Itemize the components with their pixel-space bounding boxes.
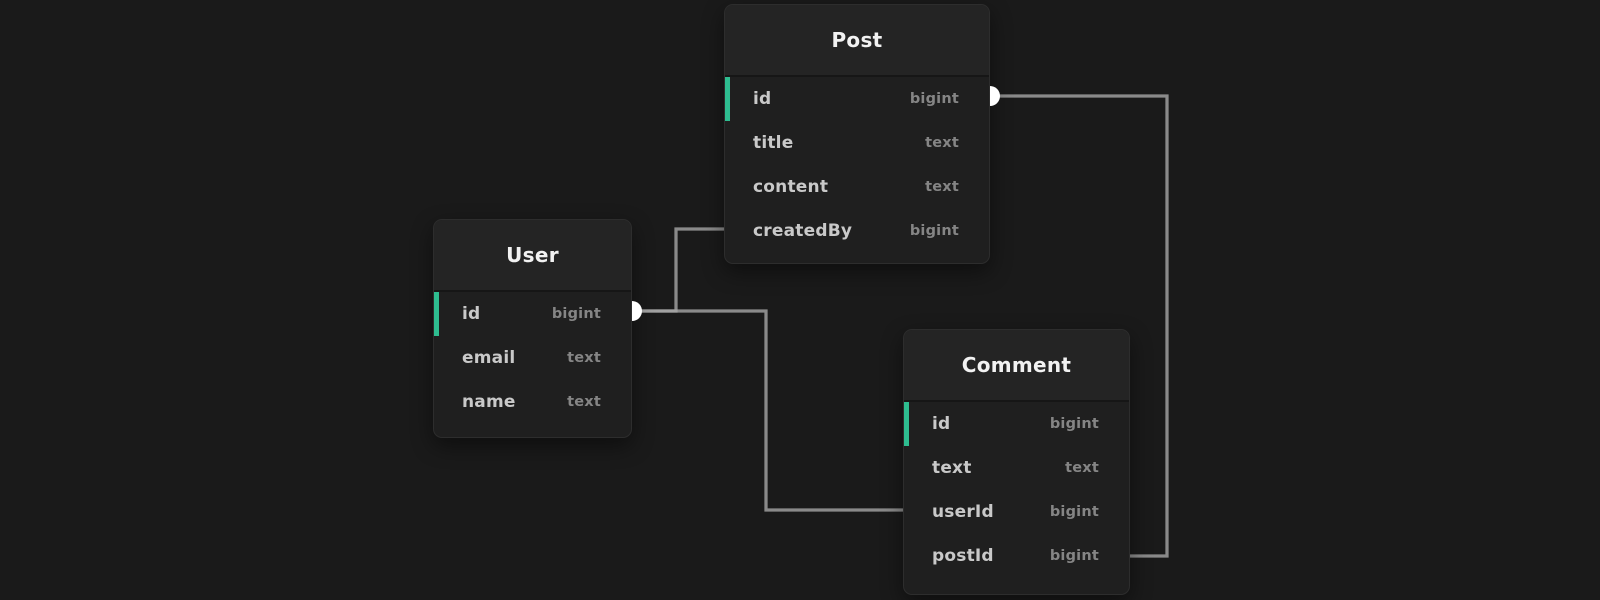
- column-type: text: [567, 394, 601, 410]
- connector-dot-user-id: [632, 301, 642, 321]
- primary-key-indicator: [904, 402, 909, 446]
- row-user-name[interactable]: name text: [434, 380, 631, 424]
- column-type: bigint: [551, 306, 601, 322]
- column-name: content: [753, 177, 829, 197]
- table-comment[interactable]: Comment id bigint text text userId bigin…: [903, 329, 1130, 595]
- table-user[interactable]: User id bigint email text name text: [433, 219, 632, 438]
- column-type: text: [925, 135, 959, 151]
- row-comment-postid[interactable]: postId bigint: [904, 534, 1129, 578]
- column-type: text: [925, 179, 959, 195]
- column-type: bigint: [909, 91, 959, 107]
- column-type: text: [1065, 460, 1099, 476]
- table-rows: id bigint title text content text create…: [725, 77, 989, 253]
- column-name: userId: [932, 502, 994, 522]
- table-rows: id bigint email text name text: [434, 292, 631, 424]
- primary-key-indicator: [725, 77, 730, 121]
- column-name: title: [753, 133, 794, 153]
- table-title: Comment: [904, 330, 1129, 402]
- row-post-id[interactable]: id bigint: [725, 77, 989, 121]
- column-name: postId: [932, 546, 994, 566]
- row-post-title[interactable]: title text: [725, 121, 989, 165]
- table-rows: id bigint text text userId bigint postId…: [904, 402, 1129, 578]
- column-name: id: [753, 89, 772, 109]
- column-name: createdBy: [753, 221, 853, 241]
- table-title: User: [434, 220, 631, 292]
- row-comment-id[interactable]: id bigint: [904, 402, 1129, 446]
- row-post-content[interactable]: content text: [725, 165, 989, 209]
- relationship-user-id-to-comment-userid: [637, 309, 903, 512]
- column-name: id: [462, 304, 481, 324]
- relationship-user-id-to-post-createdby: [637, 227, 724, 313]
- column-type: bigint: [1049, 504, 1099, 520]
- column-name: email: [462, 348, 516, 368]
- row-post-createdby[interactable]: createdBy bigint: [725, 209, 989, 253]
- column-name: text: [932, 458, 972, 478]
- table-title: Post: [725, 5, 989, 77]
- table-post[interactable]: Post id bigint title text content text c…: [724, 4, 990, 264]
- column-type: bigint: [1049, 548, 1099, 564]
- column-name: name: [462, 392, 516, 412]
- primary-key-indicator: [434, 292, 439, 336]
- column-type: bigint: [909, 223, 959, 239]
- column-type: bigint: [1049, 416, 1099, 432]
- row-user-email[interactable]: email text: [434, 336, 631, 380]
- column-name: id: [932, 414, 951, 434]
- row-comment-text[interactable]: text text: [904, 446, 1129, 490]
- row-comment-userid[interactable]: userId bigint: [904, 490, 1129, 534]
- connector-dot-post-id: [990, 86, 1000, 106]
- row-user-id[interactable]: id bigint: [434, 292, 631, 336]
- column-type: text: [567, 350, 601, 366]
